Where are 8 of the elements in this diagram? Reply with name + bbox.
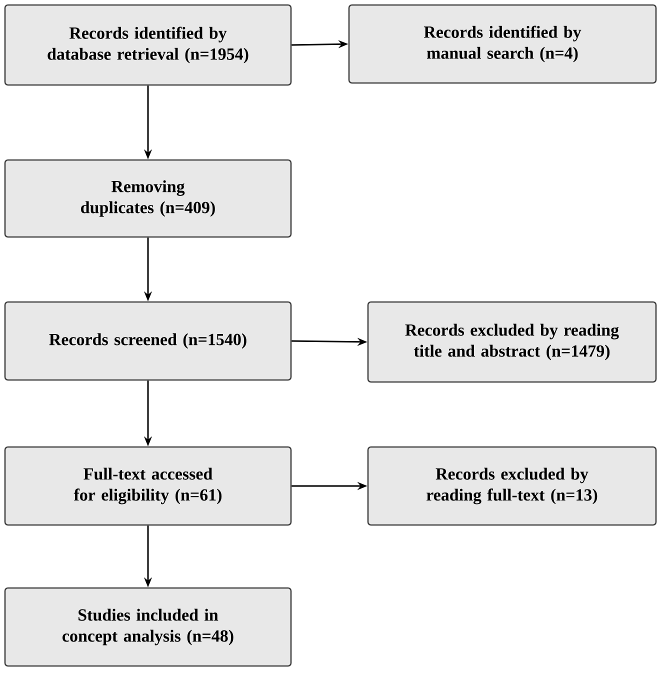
process-box: Studies included in concept analysis (n=48) xyxy=(4,587,292,667)
process-box: Removing duplicates (n=409) xyxy=(4,159,292,238)
process-box: Full-text accessed for eligibility (n=61) xyxy=(4,446,292,526)
process-box: Records excluded by reading full-text (n=13) xyxy=(367,446,657,526)
process-box: Records identified by database retrieval (n=1954) xyxy=(4,4,292,86)
process-box: Records screened (n=1540) xyxy=(4,301,292,381)
process-box: Records excluded by reading title and abstract (n=1479) xyxy=(367,301,657,383)
process-box: Records identified by manual search (n=4) xyxy=(348,4,657,84)
